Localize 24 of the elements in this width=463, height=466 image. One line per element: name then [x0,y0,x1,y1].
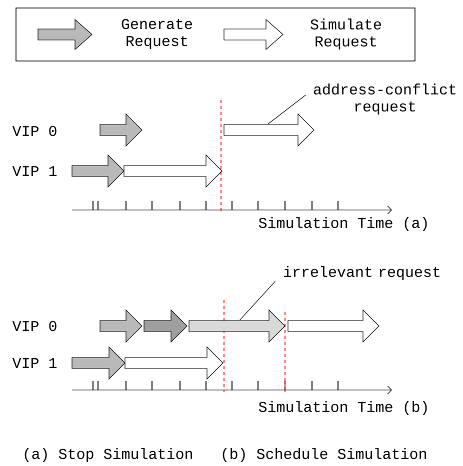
request-block [224,113,314,147]
callout-text: address-conflict request [314,84,456,114]
request-block [288,309,380,343]
request-block [124,154,222,188]
leader-line [239,281,276,320]
leader-line [267,94,306,124]
text-label: (a) Stop Simulation [24,448,192,462]
text-label: Simulation Time (b) [258,401,427,415]
request-block [72,346,126,380]
legend-text: Simulate Request [310,18,381,50]
request-block [100,113,142,147]
request-block [100,309,142,343]
text-label: (b) Schedule Simulation [222,448,426,462]
text-label: VIP 0 [12,320,56,332]
text-label: VIP 1 [12,166,57,176]
request-block [188,309,286,343]
request-block [72,154,124,188]
request-block [124,346,224,380]
request-block [144,309,188,343]
legend-text: Generate Request [122,18,192,50]
text-label: Simulation Time (a) [258,217,427,231]
text-label: VIP 0 [12,126,56,136]
callout-text: irrelevant request [284,266,440,280]
text-label: VIP 1 [12,358,57,368]
